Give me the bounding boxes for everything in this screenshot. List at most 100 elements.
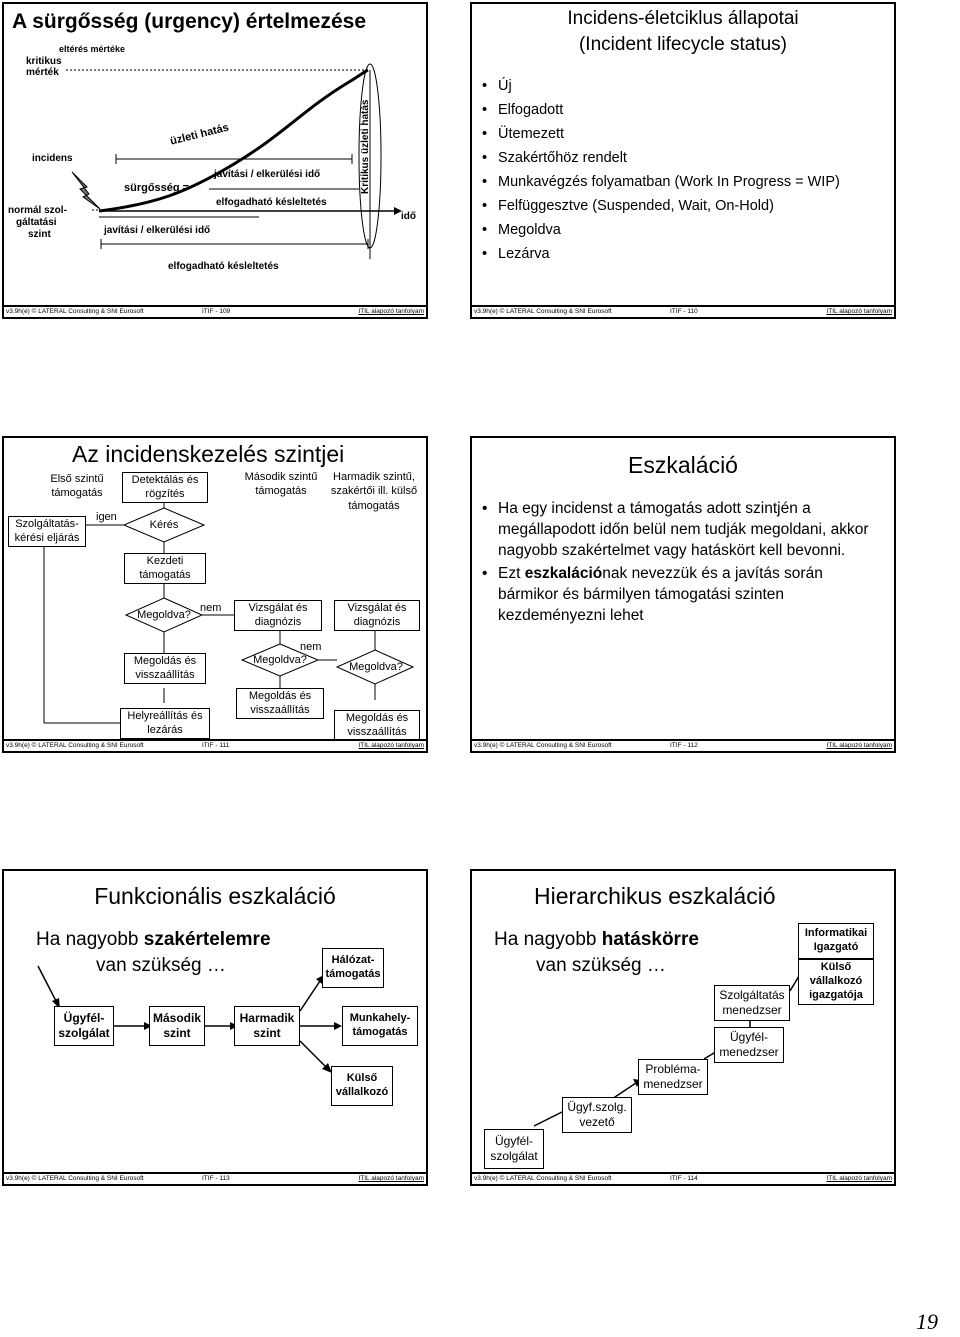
footer-page: ITIF - 109 [202, 308, 231, 315]
request-label: Kérés [149, 519, 179, 531]
status-item: Megoldva [476, 218, 840, 242]
status-item: Elfogadott [476, 98, 840, 122]
footer-right: ITIL alapozó tanfolyam [826, 1175, 892, 1182]
bullet-1-text: Ha egy incidenst a támogatás adott szint… [498, 500, 869, 559]
slide-title-1: Incidens-életciklus állapotai [567, 8, 799, 29]
resolution-box-2: Megoldás és visszaállítás [236, 688, 324, 719]
box-customer-manager: Ügyfél-menedzser [714, 1027, 784, 1063]
level3-header: Harmadik szintű, szakértői ill. külső tá… [330, 471, 418, 512]
escalation-bullets: Ha egy incidenst a támogatás adott szint… [476, 498, 886, 626]
footer-left: v3.9h(e) © LATERAL Consulting & SNI Euro… [6, 1175, 144, 1182]
acceptable-delay-bottom: elfogadható késleltetés [168, 261, 279, 272]
resolution-box-1: Megoldás és visszaállítás [124, 653, 206, 684]
slide-title: Eszkaláció [628, 452, 738, 478]
slide-title: Funkcionális eszkaláció [94, 883, 336, 909]
box-service-desk-lead: Ügyf.szolg. vezető [562, 1097, 632, 1133]
box-second-level: Második szint [149, 1006, 205, 1046]
footer-page: ITIF - 113 [202, 1175, 230, 1182]
deviation-label: eltérés mértéke [59, 44, 126, 54]
box-problem-manager: Probléma-menedzser [638, 1059, 708, 1095]
box-it-director: Informatikai Igazgató [798, 923, 874, 959]
normal-label-1: normál szol- [8, 205, 67, 216]
bullet-2-post: nak nevezzük és a javítás során bármikor… [498, 565, 823, 624]
slide-110: Incidens-életciklus állapotai (Incident … [470, 2, 896, 319]
box-customer-service: Ügyfél-szolgálat [484, 1129, 544, 1169]
box-network-support: Hálózat-támogatás [322, 948, 384, 988]
footer-page: ITIF - 111 [202, 742, 230, 749]
box-workplace-support: Munkahely-támogatás [342, 1006, 418, 1046]
footer-left: v3.9h(e) © LATERAL Consulting & SNI Euro… [474, 1175, 612, 1182]
slide-109: A sürgősség (urgency) értelmezése eltéré… [2, 2, 428, 319]
footer-left: v3.9h(e) © LATERAL Consulting & SNI Euro… [474, 742, 612, 749]
status-item: Szakértőhöz rendelt [476, 146, 840, 170]
bullet-2: Ezt eszkalációnak nevezzük és a javítás … [476, 563, 886, 626]
incident-label: incidens [32, 153, 73, 164]
slide-113: Funkcionális eszkaláció Ha nagyobb szaké… [2, 869, 428, 1186]
resolution-box-3: Megoldás és visszaállítás [334, 710, 420, 741]
footer-right: ITIL alapozó tanfolyam [358, 742, 424, 749]
subtitle-bold: hatáskörre [601, 929, 699, 950]
level1-header: Első szintű támogatás [50, 473, 104, 500]
detection-box: Detektálás és rögzítés [122, 472, 208, 503]
box-third-level: Harmadik szint [234, 1006, 300, 1046]
time-label: idő [401, 211, 416, 222]
acceptable-delay-top: elfogadható késleltetés [216, 197, 327, 208]
slide-114: Hierarchikus eszkaláció Ha nagyobb hatás… [470, 869, 896, 1186]
bullet-2-pre: Ezt [498, 565, 525, 582]
status-item: Lezárva [476, 242, 840, 266]
subtitle-line-2: van szükség … [536, 955, 666, 976]
slide-title: Hierarchikus eszkaláció [534, 883, 776, 909]
resolved-question-1: Megoldva? [137, 609, 191, 621]
subtitle-line-1: Ha nagyobb hatáskörre [494, 929, 699, 951]
footer-left: v3.9h(e) © LATERAL Consulting & SNI Euro… [474, 308, 612, 315]
slide-title-2: (Incident lifecycle status) [578, 34, 788, 55]
subtitle-pre: Ha nagyobb [494, 929, 602, 950]
yes-label: igen [96, 511, 117, 523]
subtitle-pre: Ha nagyobb [36, 929, 144, 950]
slide-footer: v3.9h(e) © LATERAL Consulting & SNI Euro… [472, 1172, 894, 1184]
page-number: 19 [916, 1309, 938, 1334]
slide-111: Az incidenskezelés szintjei Első szintű … [2, 436, 428, 753]
status-item: Munkavégzés folyamatban (Work In Progres… [476, 170, 840, 194]
investigation-box-2: Vizsgálat és diagnózis [234, 600, 322, 631]
normal-label-3: szint [28, 229, 51, 240]
urgency-graph [66, 63, 402, 259]
no-label-1: nem [200, 602, 222, 614]
level2-header: Második szintű támogatás [244, 471, 318, 498]
resolved-question-3: Megoldva? [349, 661, 403, 673]
slide-title: Az incidenskezelés szintjei [72, 441, 345, 467]
slide-footer: v3.9h(e) © LATERAL Consulting & SNI Euro… [4, 739, 426, 751]
subtitle-line-1: Ha nagyobb szakértelemre [36, 929, 271, 951]
box-customer-service: Ügyfél-szolgálat [54, 1006, 114, 1046]
status-list: Új Elfogadott Ütemezett Szakértőhöz rend… [476, 74, 840, 266]
critical-impact-label: Kritikus üzleti hatás [360, 99, 371, 194]
flow-lines [43, 497, 415, 724]
normal-label-2: gáltatási [16, 217, 57, 228]
slide-footer: v3.9h(e) © LATERAL Consulting & SNI Euro… [4, 305, 426, 317]
footer-page: ITIF - 114 [670, 1175, 698, 1182]
initial-support-box: Kezdeti támogatás [124, 553, 206, 584]
status-item: Felfüggesztve (Suspended, Wait, On-Hold) [476, 194, 840, 218]
footer-page: ITIF - 112 [670, 742, 698, 749]
footer-page: ITIF - 110 [670, 308, 698, 315]
resolved-question-2: Megoldva? [253, 654, 307, 666]
slide-112: Eszkaláció Ha egy incidenst a támogatás … [470, 436, 896, 753]
bullet-2-bold: eszkaláció [524, 565, 603, 582]
box-service-manager: Szolgáltatás menedzser [714, 985, 790, 1021]
status-item: Ütemezett [476, 122, 840, 146]
investigation-box-3: Vizsgálat és diagnózis [334, 600, 420, 631]
slide-footer: v3.9h(e) © LATERAL Consulting & SNI Euro… [472, 305, 894, 317]
subtitle-bold: szakértelemre [143, 929, 271, 950]
no-label-2: nem [300, 641, 322, 653]
footer-right: ITIL alapozó tanfolyam [358, 1175, 424, 1182]
subtitle-line-2: van szükség … [96, 955, 226, 976]
critical-label: kritikus [26, 56, 62, 67]
repair-time-bottom: javítási / elkerülési idő [104, 225, 211, 236]
footer-left: v3.9h(e) © LATERAL Consulting & SNI Euro… [6, 742, 144, 749]
status-item: Új [476, 74, 840, 98]
repair-time-top: javítási / elkerülési idő [214, 169, 321, 180]
service-request-procedure: Szolgáltatás-kérési eljárás [8, 516, 86, 547]
bullet-1: Ha egy incidenst a támogatás adott szint… [476, 498, 886, 561]
urgency-label: sürgősség = [124, 182, 190, 194]
footer-right: ITIL alapozó tanfolyam [358, 308, 424, 315]
